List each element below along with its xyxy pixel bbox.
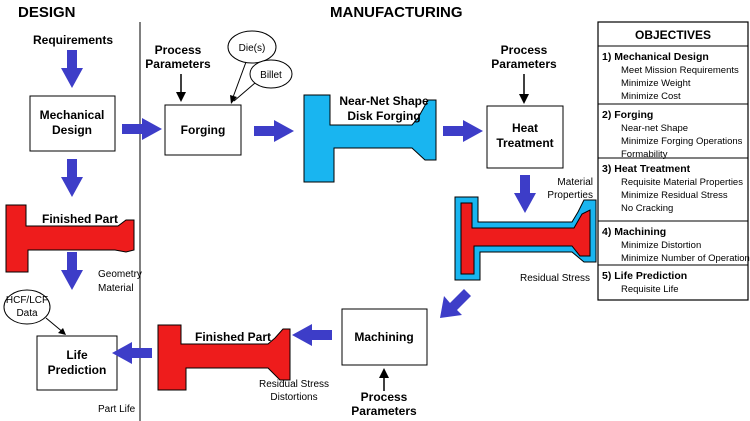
arrow-right-to-heat [443, 120, 483, 142]
hcf-lcf-data-bubble [3, 289, 51, 325]
dies-label: Die(s) [239, 43, 266, 54]
arrow-down-1 [61, 50, 83, 88]
heat-treatment-box [486, 105, 564, 169]
manufacturing-header: MANUFACTURING [330, 4, 463, 21]
billet-bubble [249, 59, 293, 89]
objective-heading: 3) Heat Treatment [602, 163, 691, 175]
arrow-down-2 [61, 159, 83, 197]
dies-bubble [227, 30, 277, 64]
finished-part-mfg-shape [157, 324, 291, 391]
design-header: DESIGN [18, 4, 76, 21]
geometry-label: Geometry [98, 269, 142, 280]
arrow-down-3 [61, 252, 83, 290]
near-net-line1: Near-Net Shape [339, 94, 429, 108]
objective-heading: 4) Machining [602, 226, 666, 238]
life-prediction-line1: Life [66, 348, 88, 362]
objective-item: Requisite Material Properties [621, 177, 743, 188]
process-params-1-line1: Process [155, 43, 202, 57]
forging-box [164, 104, 242, 156]
objective-item: Minimize Number of Operations [621, 253, 750, 264]
process-params-2-line2: Parameters [491, 57, 557, 71]
pp1-arrow-head [176, 92, 186, 102]
objective-heading: 5) Life Prediction [602, 270, 687, 282]
arrow-left-to-life [112, 342, 152, 364]
objective-item: Minimize Forging Operations [621, 136, 743, 147]
hcf-lcf-line1: HCF/LCF [6, 295, 48, 306]
pp2-arrow-head [519, 94, 529, 104]
billet-label: Billet [260, 70, 282, 81]
process-params-1-line2: Parameters [145, 57, 211, 71]
material-label: Material [98, 283, 134, 294]
objectives-title: OBJECTIVES [635, 28, 711, 42]
part-life-label: Part Life [98, 404, 136, 415]
process-params-3-line2: Parameters [351, 404, 417, 418]
arrow-down-heat [514, 175, 536, 213]
objective-item: Minimize Weight [621, 78, 691, 89]
mechanical-design-box [29, 95, 116, 152]
heat-treatment-line2: Treatment [496, 136, 553, 150]
requirements-label: Requirements [33, 33, 113, 47]
objective-item: Minimize Residual Stress [621, 190, 728, 201]
finished-part-design-shape [5, 204, 135, 273]
life-prediction-box [36, 335, 118, 391]
objective-item: Formability [621, 149, 668, 160]
hcf-lcf-line2: Data [16, 308, 38, 319]
objective-item: No Cracking [621, 203, 673, 214]
finished-part-mfg-label: Finished Part [195, 330, 271, 344]
arrow-diag-to-machining [440, 289, 471, 318]
mechanical-design-line1: Mechanical [40, 108, 105, 122]
near-net-line2: Disk Forging [347, 109, 420, 123]
objectives-frame [597, 21, 749, 301]
hcf-pointer-head [58, 328, 66, 335]
residual-stress-label: Residual Stress [520, 273, 590, 284]
process-params-2-line1: Process [501, 43, 548, 57]
mechanical-design-line2: Design [52, 123, 92, 137]
arrow-right-to-forging [122, 118, 162, 140]
material-properties-line1: Material [557, 177, 593, 188]
process-params-3-line1: Process [361, 390, 408, 404]
billet-pointer [233, 82, 256, 102]
objective-item: Minimize Cost [621, 91, 681, 102]
machining-box [341, 308, 428, 366]
heat-treatment-line1: Heat [512, 121, 538, 135]
objective-heading: 2) Forging [602, 109, 653, 121]
arrow-right-to-disk [254, 120, 294, 142]
objective-item: Meet Mission Requirements [621, 65, 739, 76]
residual-distortions-line2: Distortions [270, 392, 317, 403]
machining-label: Machining [354, 330, 413, 344]
residual-distortions-line1: Residual Stress [259, 379, 329, 390]
pp3-arrow-head [379, 368, 389, 378]
objective-item: Near-net Shape [621, 123, 688, 134]
heat-treated-disk-inner [460, 202, 591, 275]
pointer-head [230, 95, 237, 104]
near-net-disk-shape [303, 94, 437, 183]
objective-item: Minimize Distortion [621, 240, 701, 251]
objective-item: Requisite Life [621, 284, 679, 295]
arrow-left-to-finished [292, 324, 332, 346]
forging-label: Forging [181, 123, 226, 137]
material-properties-line2: Properties [547, 190, 593, 201]
finished-part-design-label: Finished Part [42, 212, 118, 226]
dies-pointer [231, 61, 247, 101]
objective-heading: 1) Mechanical Design [602, 51, 709, 63]
life-prediction-line2: Prediction [48, 363, 107, 377]
